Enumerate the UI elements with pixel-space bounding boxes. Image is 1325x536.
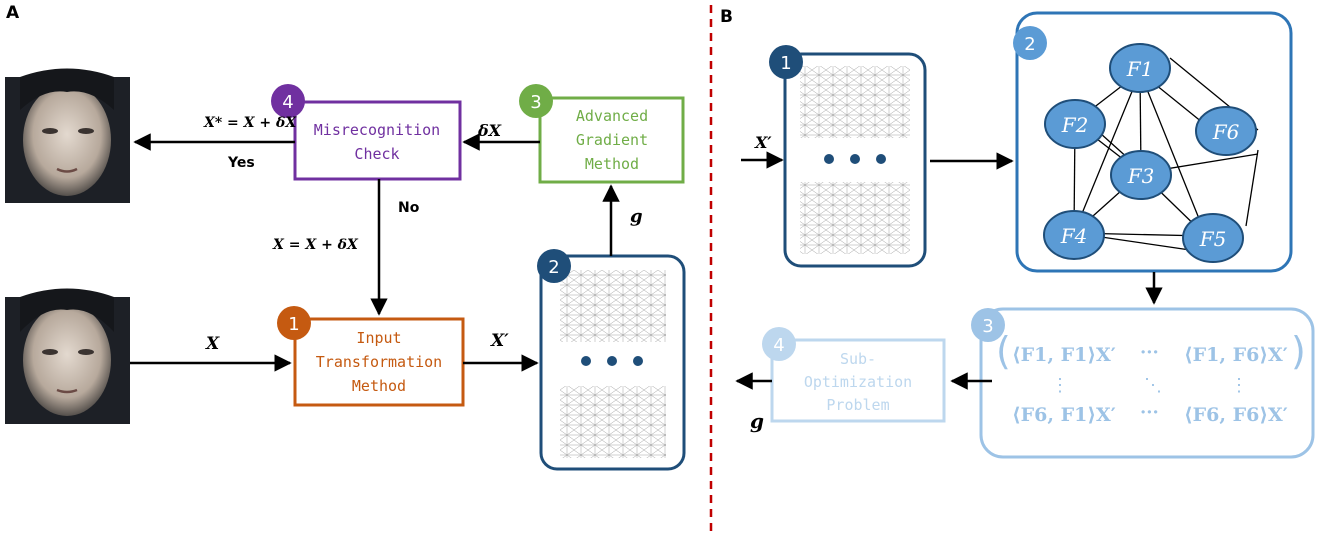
step-3-number-b: 3 xyxy=(982,316,993,337)
yes-label: Yes xyxy=(227,155,255,171)
matrix-cell-61: ⟨F6, F1⟩X′ xyxy=(1012,404,1116,426)
node-f5-label: F5 xyxy=(1199,227,1227,251)
step-2-number-b: 2 xyxy=(1024,34,1035,55)
input-face-image xyxy=(5,288,130,424)
gradient-line3: Method xyxy=(585,155,639,173)
no-label: No xyxy=(398,200,420,216)
node-f1-label: F1 xyxy=(1126,57,1154,81)
gradient-line1: Advanced xyxy=(576,107,648,125)
misrecognition-check-box xyxy=(293,100,462,181)
step-4-number: 4 xyxy=(282,92,293,113)
step-3-number: 3 xyxy=(530,92,541,113)
step-1-number: 1 xyxy=(288,314,299,335)
node-f3 xyxy=(1110,150,1172,200)
node-f6 xyxy=(1195,106,1257,156)
matrix-ddots: ⋱ xyxy=(1144,375,1162,396)
output-formula: X* = X + δX xyxy=(203,115,297,131)
matrix-dots-row1: ··· xyxy=(1140,342,1159,363)
node-f4 xyxy=(1043,210,1105,260)
subproblem-line1: Sub- xyxy=(840,350,876,368)
step-4-badge-b xyxy=(762,327,796,361)
step-2-number-a: 2 xyxy=(548,257,559,278)
misrecognition-line2: Check xyxy=(354,145,399,163)
graph-nodes: F1 F2 F3 F4 F5 F6 xyxy=(1043,43,1257,263)
matrix-bracket-left: ( xyxy=(996,329,1011,373)
gradient-method-box xyxy=(538,96,685,184)
network-box-b xyxy=(783,52,927,268)
step-4-badge xyxy=(271,84,305,118)
step-1-badge-b xyxy=(769,45,803,79)
node-f4-label: F4 xyxy=(1060,224,1088,248)
g-label-b: g xyxy=(750,409,764,433)
node-f2 xyxy=(1044,99,1106,149)
step-2-badge-a xyxy=(537,249,571,283)
gradient-line2: Gradient xyxy=(576,131,648,149)
update-formula: X = X + δX xyxy=(272,237,359,253)
misrecognition-line1: Misrecognition xyxy=(314,121,440,139)
matrix-cell-11: ⟨F1, F1⟩X′ xyxy=(1012,344,1116,366)
subproblem-line3: Problem xyxy=(826,396,889,414)
node-f3-label: F3 xyxy=(1127,164,1155,188)
step-1-number-b: 1 xyxy=(780,53,791,74)
node-f1 xyxy=(1109,43,1171,93)
matrix-vdots-left: ⋮ xyxy=(1051,375,1069,396)
step-4-number-b: 4 xyxy=(773,335,784,356)
matrix-cell-16: ⟨F1, F6⟩X′ xyxy=(1184,344,1288,366)
step-2-badge-b xyxy=(1013,26,1047,60)
matrix-vdots-right: ⋮ xyxy=(1230,375,1248,396)
network-box-a xyxy=(539,254,686,471)
matrix-bracket-right: ) xyxy=(1291,329,1306,373)
matrix-cell-66: ⟨F6, F6⟩X′ xyxy=(1184,404,1288,426)
step-1-badge xyxy=(277,306,311,340)
matrix-dots-row2: ··· xyxy=(1140,402,1159,423)
input-transformation-box xyxy=(293,317,465,407)
delta-x-label: δX xyxy=(477,121,502,140)
x-label: X xyxy=(205,334,220,354)
node-f2-label: F2 xyxy=(1061,113,1089,137)
step-3-badge-b xyxy=(971,308,1005,342)
g-label-a: g xyxy=(630,206,643,227)
transform-line1: Input xyxy=(356,329,401,347)
x-prime-label-b: X′ xyxy=(754,133,772,152)
step-3-badge xyxy=(519,84,553,118)
transform-line2: Transformation xyxy=(316,353,442,371)
adversarial-face-image xyxy=(5,68,130,203)
panel-b-label: B xyxy=(720,7,733,27)
subproblem-line2: Optimization xyxy=(804,373,912,391)
transform-line3: Method xyxy=(352,377,406,395)
panel-a-label: A xyxy=(6,3,20,23)
node-f6-label: F6 xyxy=(1212,120,1240,144)
x-prime-label-a: X′ xyxy=(490,331,509,351)
gram-matrix-box xyxy=(979,307,1315,459)
node-f5 xyxy=(1182,213,1244,263)
